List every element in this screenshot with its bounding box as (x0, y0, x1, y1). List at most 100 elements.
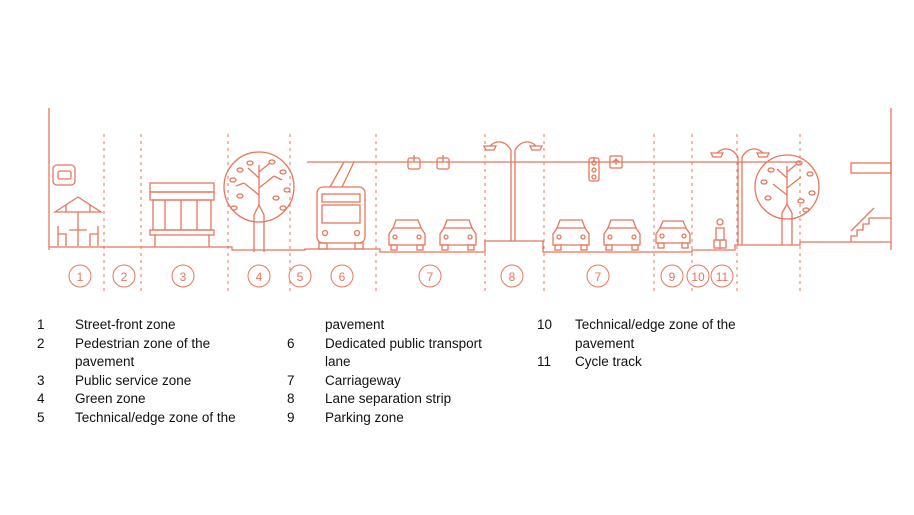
car-icon (603, 219, 641, 251)
legend-item: 10 Technical/edge zone of the (537, 316, 797, 335)
legend-number: 4 (37, 391, 45, 406)
zone-badge-circle (247, 264, 271, 288)
legend-item: 1 Street-front zone (37, 316, 277, 335)
zone-badge: 9 (660, 264, 684, 288)
legend-number (537, 335, 575, 354)
zone-badge: 2 (112, 264, 136, 288)
zone-badge-number: 6 (339, 270, 346, 284)
traffic-light-icon (588, 157, 600, 182)
legend-item: 3 Public service zone (37, 372, 277, 391)
car-icon (388, 219, 426, 251)
zone-badge-circle (112, 264, 136, 288)
tree-icon (223, 151, 295, 252)
hanging-lamp-icon (407, 155, 450, 170)
zone-badge-number: 10 (691, 270, 705, 284)
legend-item: pavement (537, 335, 797, 354)
legend-number: 3 (37, 372, 45, 388)
legend-item: 5 Technical/edge zone of the (37, 409, 277, 428)
legend-item: 6 Dedicated public transport (287, 335, 527, 354)
legend-label: pavement (325, 317, 385, 332)
trolleybus-icon (316, 161, 366, 250)
legend-number (37, 353, 75, 372)
street-lamp-icon (709, 148, 771, 245)
legend-label: Dedicated public transport (325, 335, 482, 351)
legend-item: pavement (287, 316, 527, 335)
legend-number (287, 316, 325, 335)
legend-number: 5 (37, 409, 45, 425)
zone-badge: 10 (686, 264, 710, 288)
legend-label: Lane separation strip (325, 391, 452, 406)
cafe-table-umbrella-icon (52, 196, 104, 246)
legend-number: 1 (37, 317, 45, 332)
legend-item: 11 Cycle track (537, 353, 797, 372)
zone-badge-circle (288, 264, 312, 288)
zone-badge-circle (418, 264, 442, 288)
legend-label: Green zone (75, 391, 146, 406)
zone-badge-circle (500, 264, 524, 288)
ground-profile (49, 240, 891, 253)
legend-number: 10 (537, 317, 553, 332)
zone-badge: 4 (247, 264, 271, 288)
legend-label: pavement (75, 354, 135, 369)
zone-badge-circle (686, 264, 710, 288)
zone-badge-number: 3 (180, 270, 187, 284)
parked-car-icon (655, 220, 691, 249)
zone-badge: 5 (288, 264, 312, 288)
legend-label: Cycle track (575, 354, 642, 369)
zone-badge-circle (660, 264, 684, 288)
legend-number: 7 (287, 372, 295, 388)
zone-badge: 7 (586, 264, 610, 288)
legend-number: 2 (37, 335, 45, 351)
legend-label: Technical/edge zone of the (575, 317, 736, 332)
zone-dividers (103, 134, 801, 292)
street-section-diagram: 1 2 3 45 6 7 8 7 9 10 11 (48, 108, 892, 292)
car-icon (439, 219, 477, 251)
zone-badge-number: 9 (669, 270, 676, 284)
zone-badge-number: 1 (77, 270, 84, 284)
car-icon (552, 219, 590, 251)
legend-item: lane (287, 353, 527, 372)
legend-label: lane (325, 354, 351, 369)
legend-item: 9 Parking zone (287, 409, 527, 428)
tree-icon (754, 154, 820, 245)
zone-badge: 8 (500, 264, 524, 288)
zone-badge-circle (68, 264, 92, 288)
legend-column-2: pavement 6 Dedicated public transport lan… (287, 316, 527, 427)
legend-label: Parking zone (325, 409, 404, 425)
legend-label: Technical/edge zone of the (75, 409, 236, 425)
zone-badge-number: 7 (427, 270, 434, 284)
kiosk-icon (149, 182, 215, 247)
road-sign-icon (609, 155, 623, 169)
zone-badge-circle (586, 264, 610, 288)
legend-label: Public service zone (75, 372, 192, 388)
zone-badge-number: 7 (595, 270, 602, 284)
legend-number: 8 (287, 391, 295, 406)
zone-badge: 1 (68, 264, 92, 288)
legend-item: 7 Carriageway (287, 372, 527, 391)
cyclist-icon (713, 218, 727, 249)
zone-badge-circle (710, 264, 734, 288)
legend-label: Street-front zone (75, 317, 176, 332)
legend-item: pavement (37, 353, 277, 372)
building-entrance-icon (850, 162, 892, 242)
zone-badge-number: 11 (716, 270, 729, 284)
legend-number: 11 (537, 354, 552, 369)
zone-badge: 3 (171, 264, 195, 288)
legend-column-3: 10 Technical/edge zone of the pavement 11… (537, 316, 797, 372)
zone-badge: 7 (418, 264, 442, 288)
legend-number: 6 (287, 335, 295, 351)
zone-badge-number: 2 (121, 270, 128, 284)
legend-label: pavement (575, 335, 635, 351)
zone-badge: 11 (710, 264, 734, 288)
zone-badge-circle (330, 264, 354, 288)
legend-number (287, 353, 325, 372)
street-lamp-icon (482, 141, 544, 241)
zone-badge: 6 (330, 264, 354, 288)
zone-badge-number: 8 (509, 270, 516, 284)
legend-item: 4 Green zone (37, 390, 277, 409)
shop-sign-icon (52, 164, 76, 186)
legend-label: Carriageway (325, 372, 401, 388)
legend-number: 9 (287, 409, 295, 425)
